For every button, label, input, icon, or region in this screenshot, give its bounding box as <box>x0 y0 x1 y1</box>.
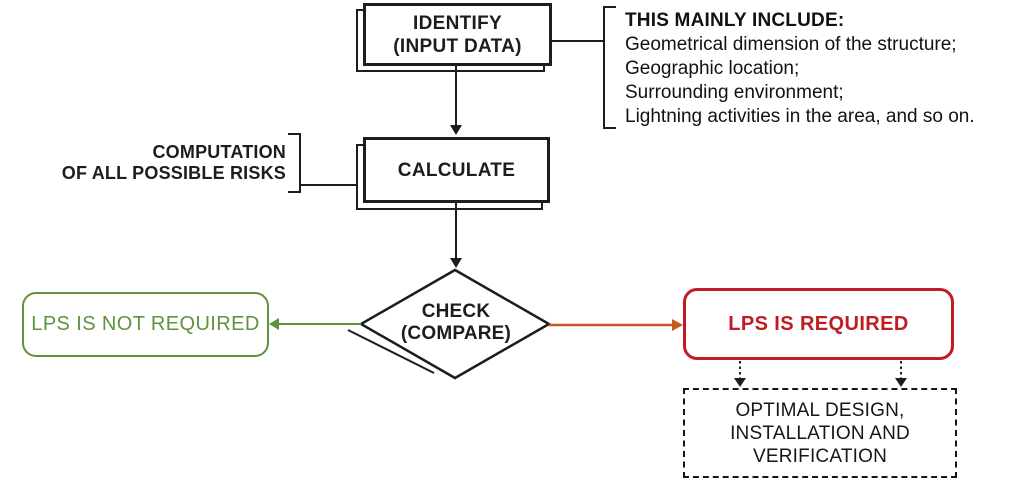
calculate-note-line2: OF ALL POSSIBLE RISKS <box>61 163 286 183</box>
lps-required-node: LPS IS REQUIRED <box>683 288 954 360</box>
check-diamond <box>358 268 552 380</box>
identify-note-heading: THIS MAINLY INCLUDE: <box>625 10 845 31</box>
lps-required-label: LPS IS REQUIRED <box>728 312 909 335</box>
identify-label-line2: (INPUT DATA) <box>393 35 522 57</box>
calculate-note-line1: COMPUTATION <box>152 142 286 162</box>
lps-not-required-node: LPS IS NOT REQUIRED <box>22 292 269 357</box>
bracket-calculate-note <box>288 133 301 193</box>
lps-not-required-label: LPS IS NOT REQUIRED <box>31 313 260 335</box>
identify-note-item: Lightning activities in the area, and so… <box>625 106 975 127</box>
check-node-label: CHECK (COMPARE) <box>376 301 536 345</box>
arrowhead-calculate-to-check <box>450 258 462 268</box>
identify-node: IDENTIFY (INPUT DATA) <box>363 3 552 66</box>
identify-note-item: Geometrical dimension of the structure; <box>625 34 957 55</box>
dotted-arrowhead-right <box>895 378 907 387</box>
arrowhead-identify-to-calculate <box>450 125 462 135</box>
check-label-line1: CHECK <box>421 301 491 322</box>
identify-note-item: Surrounding environment; <box>625 82 844 103</box>
optimal-label-line2: INSTALLATION AND <box>730 422 910 444</box>
dotted-arrowhead-left <box>734 378 746 387</box>
calculate-note: COMPUTATION OF ALL POSSIBLE RISKS <box>0 142 286 184</box>
bracket-identify-note <box>603 6 616 129</box>
identify-label-line1: IDENTIFY <box>413 12 502 34</box>
optimal-design-node: OPTIMAL DESIGN, INSTALLATION AND VERIFIC… <box>683 388 957 478</box>
optimal-label-line1: OPTIMAL DESIGN, <box>735 399 905 421</box>
check-label-line2: (COMPARE) <box>400 323 512 344</box>
calculate-label: CALCULATE <box>397 159 516 181</box>
check-diamond-shadow <box>347 329 435 374</box>
arrowhead-check-to-not-required <box>269 318 279 330</box>
optimal-label-line3: VERIFICATION <box>753 445 887 467</box>
arrowhead-check-to-required <box>672 319 683 331</box>
identify-note: THIS MAINLY INCLUDE: Geometrical dimensi… <box>625 9 1003 129</box>
calculate-node: CALCULATE <box>363 137 550 203</box>
identify-note-item: Geographic location; <box>625 58 800 79</box>
